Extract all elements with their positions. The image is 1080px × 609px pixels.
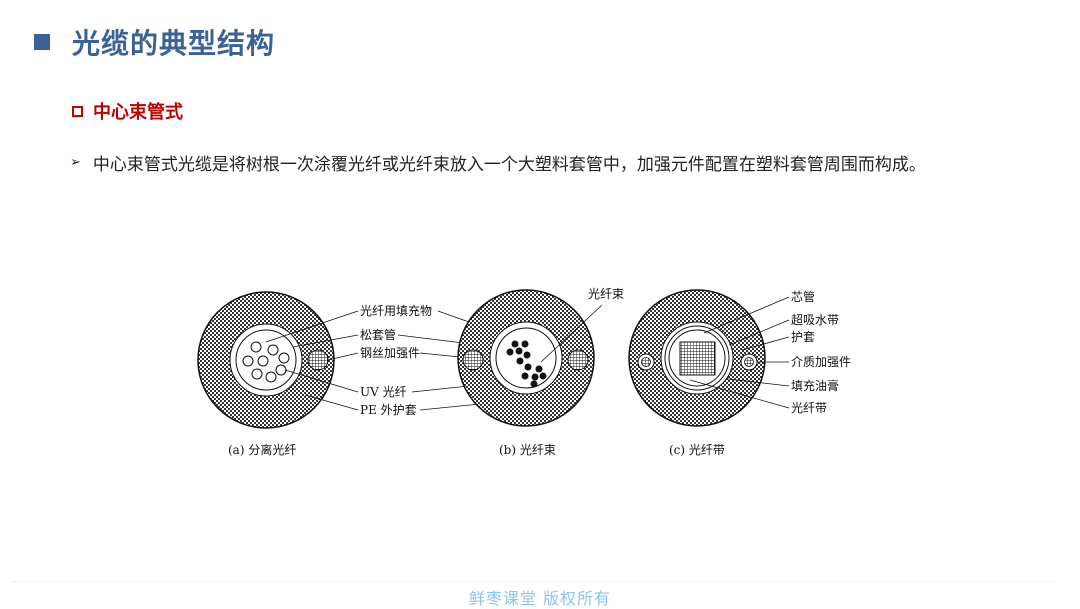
diagram-c-fiber-ribbon: 芯管 超吸水带 护套 介质加强件 填充油膏 光纤带 (c) 光纤带 bbox=[628, 289, 851, 457]
subtitle-row: 中心束管式 bbox=[72, 98, 183, 124]
label-steel-wire: 钢丝加强件 bbox=[360, 346, 420, 360]
label-loose-tube: 松套管 bbox=[360, 327, 396, 342]
slide-title: 光缆的典型结构 bbox=[72, 27, 276, 60]
label-fiber-bundle: 光纤束 bbox=[588, 287, 624, 301]
caption-a: (a) 分离光纤 bbox=[228, 442, 296, 457]
diagram-a-separate-fibers: 光纤用填充物 松套管 钢丝加强件 UV 光纤 PE 外护套 (a) 分离光纤 bbox=[197, 291, 507, 457]
cable-structure-figure: 光纤用填充物 松套管 钢丝加强件 UV 光纤 PE 外护套 (a) 分离光纤 bbox=[190, 282, 870, 462]
bullet-row: ➢ 中心束管式光缆是将树根一次涂覆光纤或光纤束放入一个大塑料套管中，加强元件配置… bbox=[70, 150, 926, 175]
footer-copyright: 鲜枣课堂 版权所有 bbox=[468, 589, 612, 608]
square-bullet-icon bbox=[34, 34, 50, 50]
bullet-text: 中心束管式光缆是将树根一次涂覆光纤或光纤束放入一个大塑料套管中，加强元件配置在塑… bbox=[92, 155, 926, 175]
label-filling-compound: 填充油膏 bbox=[791, 378, 839, 393]
diagram-b-fiber-bundle: 光纤束 (b) 光纤束 bbox=[457, 287, 624, 457]
label-water-blocking-tape: 超吸水带 bbox=[791, 312, 839, 327]
caption-b: (b) 光纤束 bbox=[499, 443, 556, 457]
arrow-bullet-icon: ➢ bbox=[70, 155, 81, 170]
label-sheath: 护套 bbox=[791, 330, 815, 344]
footer-divider bbox=[12, 581, 1055, 582]
label-fiber-filler: 光纤用填充物 bbox=[360, 303, 432, 318]
subtitle: 中心束管式 bbox=[93, 102, 183, 123]
label-fiber-ribbon: 光纤带 bbox=[791, 401, 827, 415]
caption-c: (c) 光纤带 bbox=[669, 443, 725, 457]
slide-title-row: 光缆的典型结构 bbox=[34, 22, 275, 62]
hollow-square-bullet-icon bbox=[72, 105, 83, 117]
label-uv-fiber: UV 光纤 bbox=[360, 385, 407, 399]
label-core-tube: 芯管 bbox=[791, 289, 815, 304]
label-pe-jacket: PE 外护套 bbox=[360, 403, 417, 417]
label-dielectric-strength-member: 介质加强件 bbox=[791, 355, 851, 369]
